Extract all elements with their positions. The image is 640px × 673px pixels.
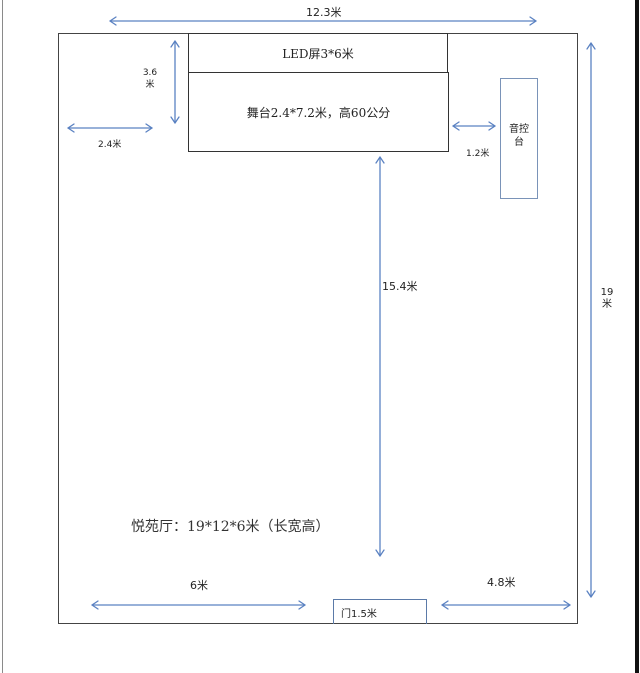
label-right-gap: 1.2米 xyxy=(466,149,490,159)
door-label: 门1.5米 xyxy=(341,609,377,620)
label-total-width: 12.3米 xyxy=(306,6,342,19)
page-edge-left xyxy=(2,0,3,673)
arrow-left-gap xyxy=(67,123,153,133)
room-caption: 悦苑厅：19*12*6米（长宽高） xyxy=(131,519,330,535)
label-left-gap: 2.4米 xyxy=(98,140,122,150)
stage-label: 舞台2.4*7.2米，高60公分 xyxy=(246,105,391,120)
arrow-door-right-offset xyxy=(441,600,571,610)
door: 门1.5米 xyxy=(333,599,427,624)
arrow-right-gap xyxy=(452,121,496,131)
page-edge-right xyxy=(635,0,639,673)
led-screen-label: LED屏3*6米 xyxy=(282,46,354,61)
label-door-right-offset: 4.8米 xyxy=(487,576,516,589)
arrow-total-length xyxy=(586,42,596,598)
sound-console-label-line1: 音控 xyxy=(509,124,529,135)
arrow-door-left-offset xyxy=(91,600,306,610)
arrow-total-width xyxy=(109,16,537,26)
sound-console-label-line2: 台 xyxy=(514,137,524,148)
label-stage-depth: 3.6 米 xyxy=(142,68,158,90)
arrow-stage-depth xyxy=(170,40,180,124)
arrow-stage-to-door xyxy=(375,156,385,557)
stage: 舞台2.4*7.2米，高60公分 xyxy=(188,72,449,152)
sound-console: 音控 台 xyxy=(500,78,538,199)
label-stage-to-door: 15.4米 xyxy=(382,280,418,293)
label-total-length: 19 米 xyxy=(600,287,614,310)
label-door-left-offset: 6米 xyxy=(190,579,208,592)
